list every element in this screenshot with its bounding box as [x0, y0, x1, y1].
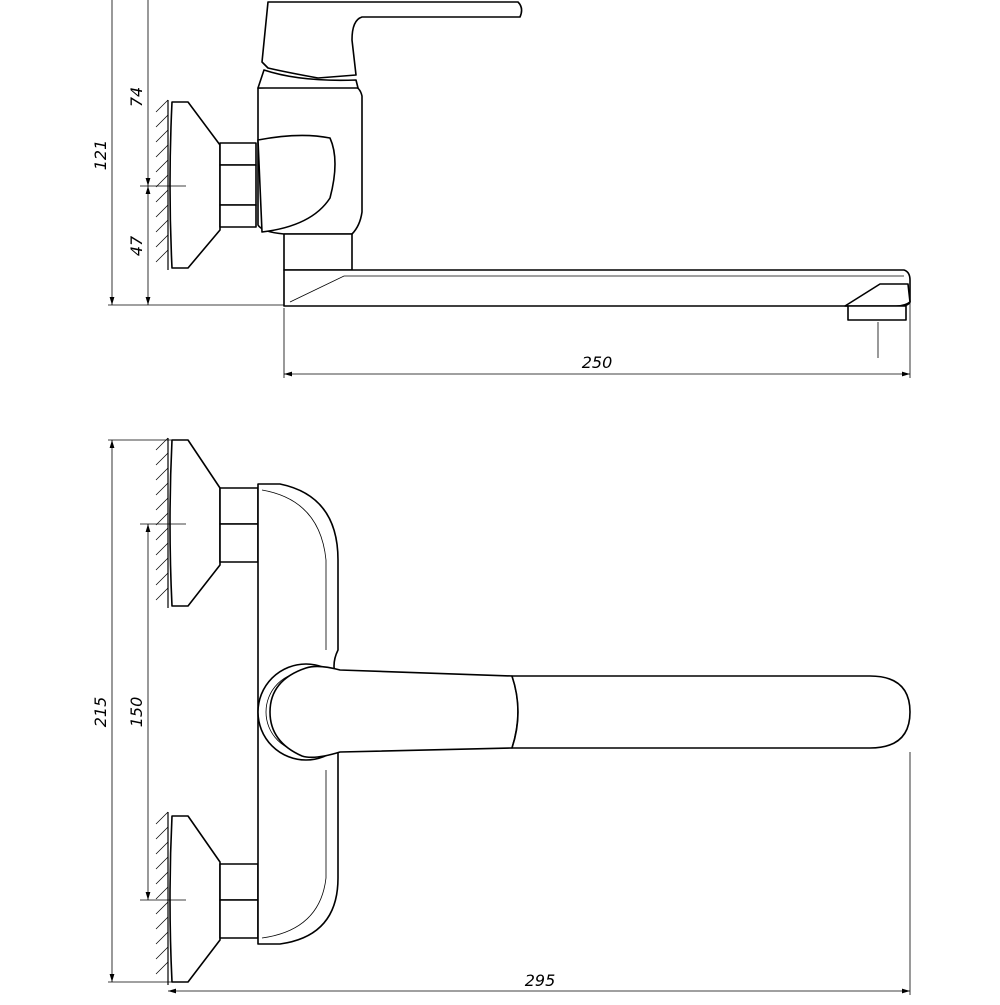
top-dimension-lines — [108, 439, 911, 995]
top-spout — [511, 675, 911, 749]
side-view: 121 74 47 250 — [91, 0, 911, 378]
side-dim-47: 47 — [127, 235, 146, 256]
top-wall-flange-upper — [169, 439, 221, 607]
side-lever-collar — [257, 69, 359, 89]
side-dim-74: 74 — [127, 87, 146, 107]
top-lever-handle — [269, 665, 519, 759]
side-wall-hatch — [155, 99, 169, 270]
side-spout-base — [283, 233, 353, 271]
top-dim-215: 215 — [91, 697, 110, 728]
top-view: 215 150 295 — [91, 437, 911, 995]
top-wall-flange-lower — [169, 815, 221, 983]
top-dim-150: 150 — [127, 697, 146, 728]
top-wall-hatch-upper — [155, 437, 169, 608]
top-connector-nut-upper — [219, 487, 259, 563]
top-wall-hatch-lower — [155, 811, 169, 985]
side-wall-flange — [169, 101, 221, 269]
top-dim-295: 295 — [525, 971, 556, 990]
side-spout — [283, 269, 911, 307]
side-dim-250: 250 — [582, 353, 613, 372]
side-connector-nut — [219, 142, 257, 228]
side-body-cap — [257, 134, 336, 233]
side-dimension-lines — [108, 0, 911, 378]
side-lever-handle — [261, 1, 523, 79]
side-aerator — [847, 305, 907, 321]
side-dim-121: 121 — [91, 140, 110, 171]
top-connector-nut-lower — [219, 863, 259, 939]
